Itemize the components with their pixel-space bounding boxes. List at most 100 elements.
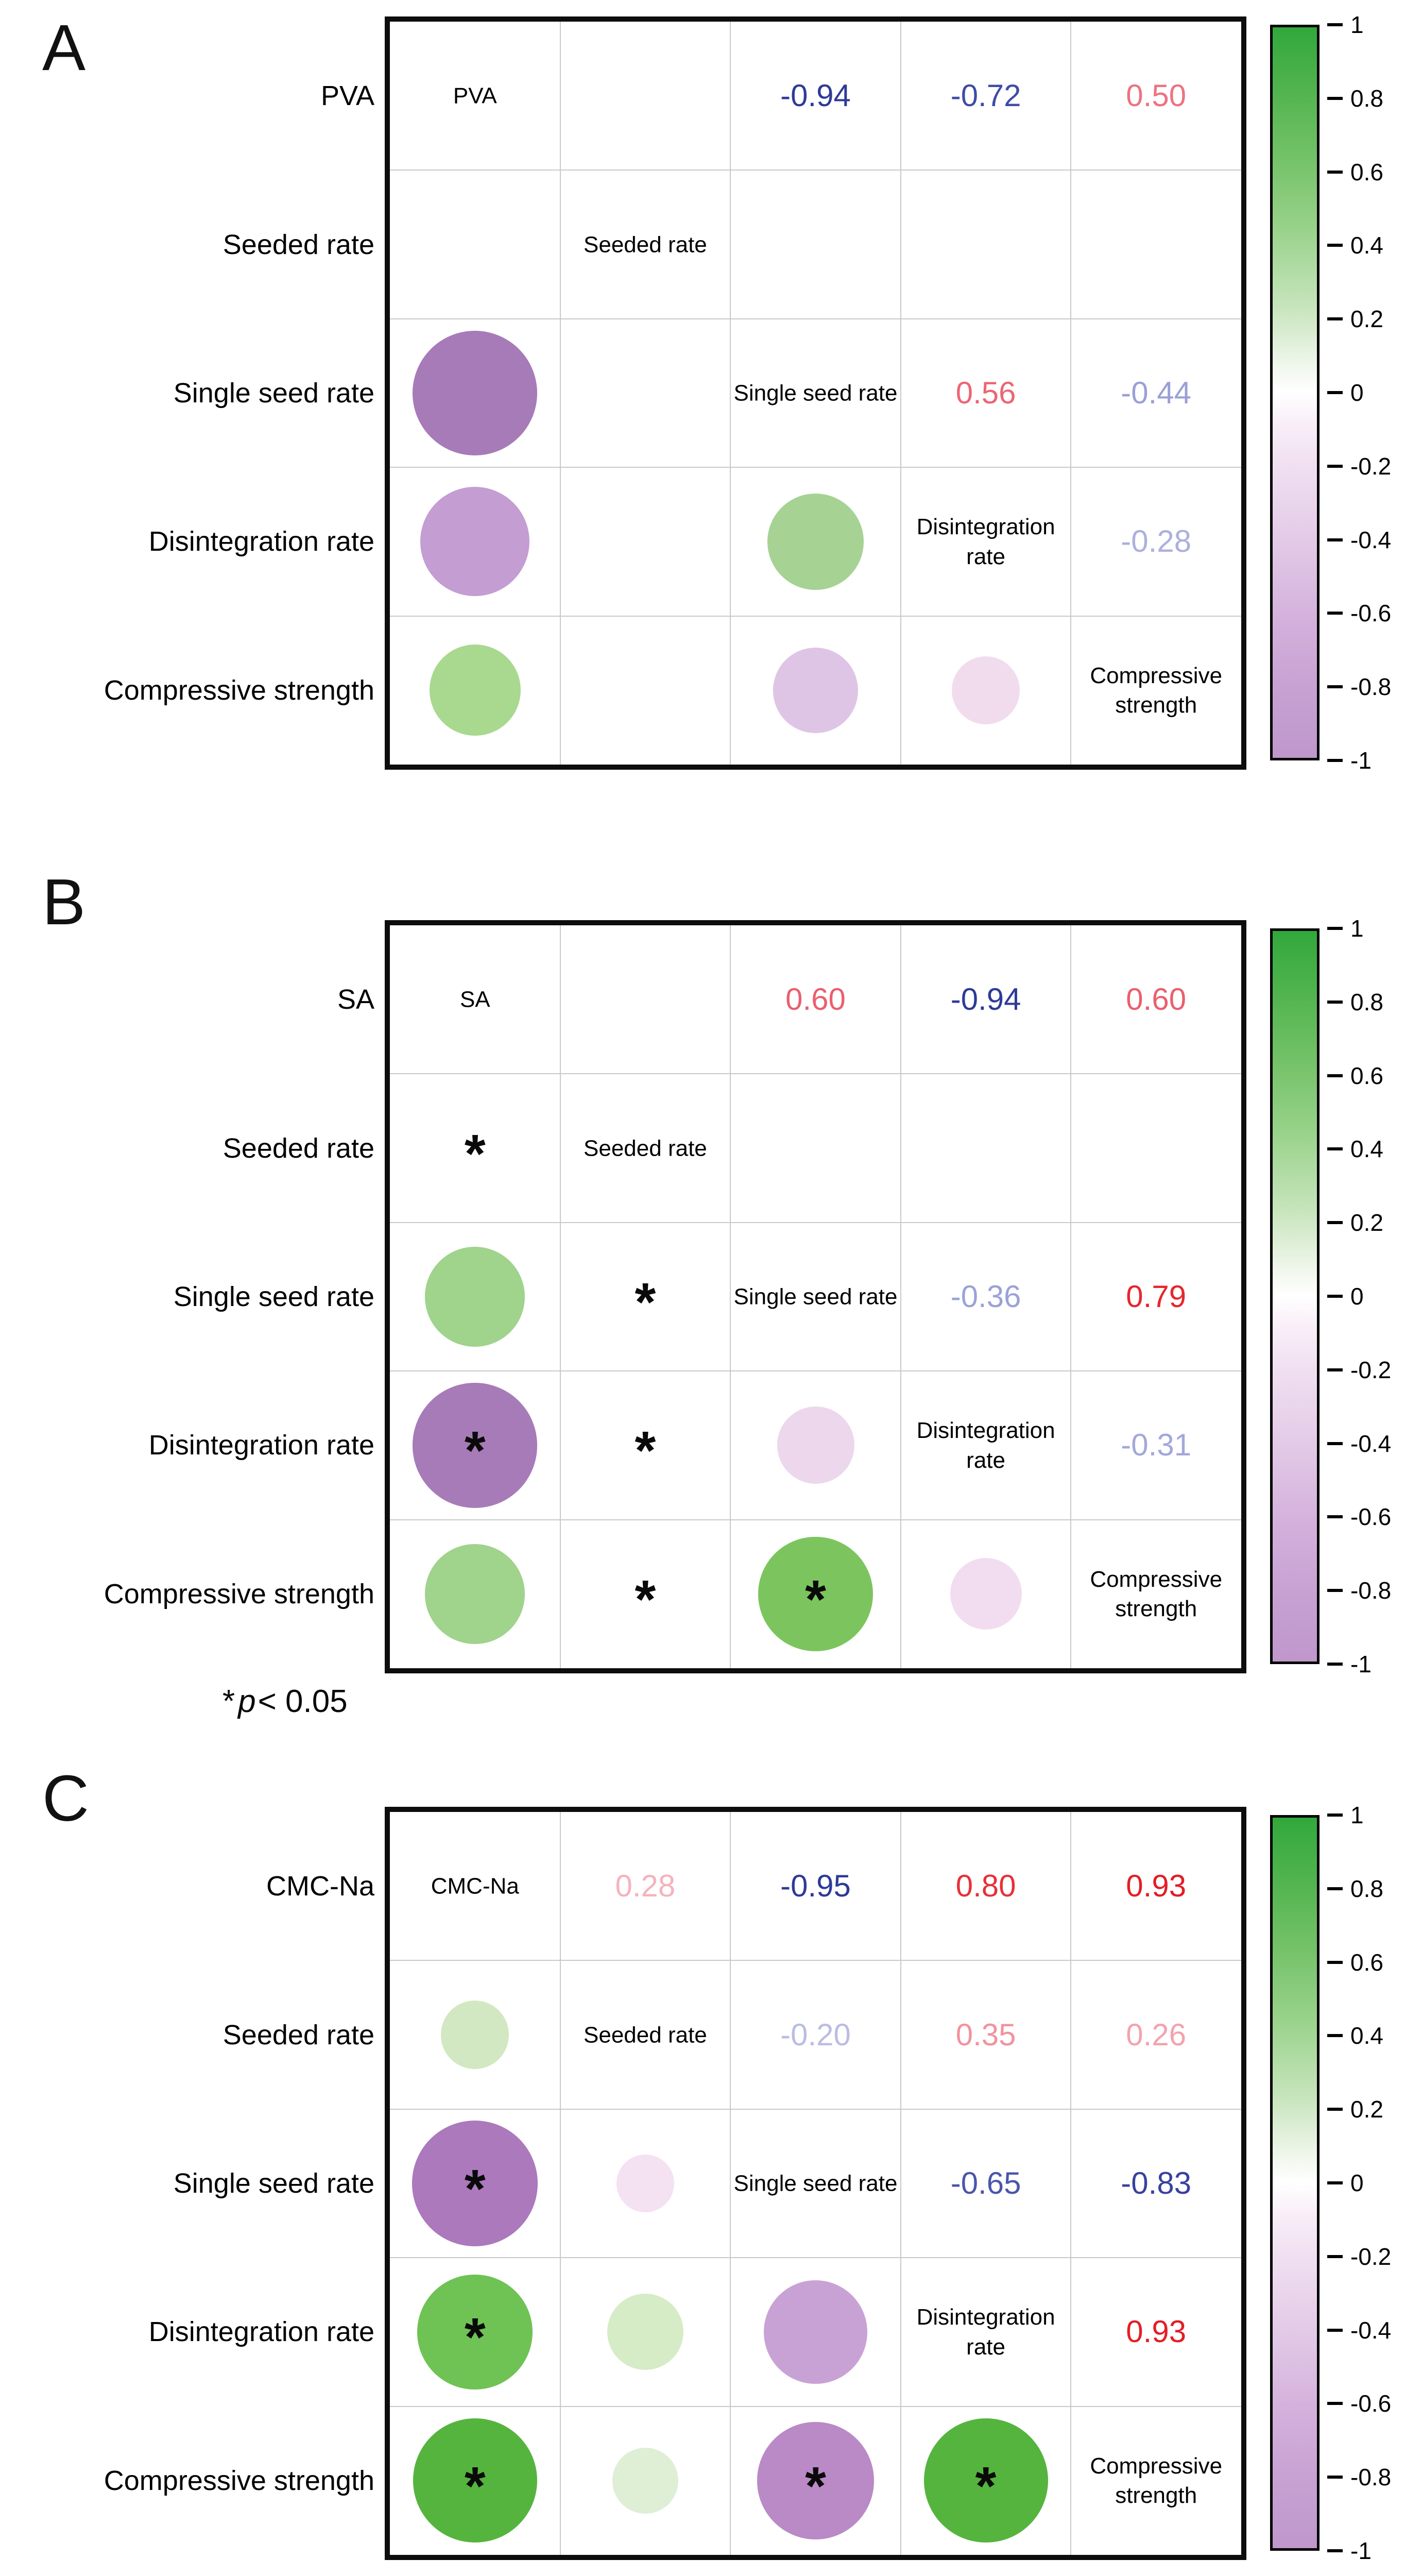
colorbar-tick-label: 0.6 bbox=[1350, 1948, 1383, 1976]
diagonal-label-3: Single seed rate bbox=[733, 1284, 898, 1310]
colorbar-tick-label: -0.4 bbox=[1350, 1430, 1392, 1457]
correlation-circle bbox=[441, 2001, 509, 2069]
diagonal-label-5: Compressive strength bbox=[1090, 663, 1223, 718]
note-threshold: < 0.05 bbox=[268, 2574, 358, 2576]
gridline bbox=[730, 1812, 731, 2555]
diagonal-label-4: Disintegration rate bbox=[916, 1418, 1055, 1473]
row-label-5: Compressive strength bbox=[104, 1578, 374, 1609]
colorbar-tick bbox=[1327, 1074, 1343, 1077]
row-label-3: Single seed rate bbox=[173, 1281, 374, 1312]
correlation-value: -0.36 bbox=[950, 1279, 1021, 1314]
colorbar-tick-label: 0.2 bbox=[1350, 2096, 1383, 2123]
correlation-value: 0.93 bbox=[1126, 2314, 1187, 2349]
correlation-circle bbox=[425, 1544, 525, 1644]
colorbar-tick bbox=[1327, 2476, 1343, 2479]
diagonal-label-4: Disintegration rate bbox=[916, 514, 1055, 569]
correlation-circle bbox=[413, 330, 538, 456]
colorbar-tick-label: -0.8 bbox=[1350, 1577, 1392, 1604]
row-label-4: Disintegration rate bbox=[148, 1430, 374, 1461]
colorbar-tick-label: 0 bbox=[1350, 379, 1364, 406]
correlation-circle bbox=[758, 1536, 873, 1651]
colorbar-tick bbox=[1327, 2034, 1343, 2038]
gridline bbox=[390, 615, 1241, 617]
colorbar-tick-label: 0.2 bbox=[1350, 1209, 1383, 1236]
colorbar-tick-label: -1 bbox=[1350, 2537, 1372, 2564]
diagonal-label-5: Compressive strength bbox=[1090, 1566, 1223, 1621]
colorbar-tick-label: 0.8 bbox=[1350, 1875, 1383, 1902]
significance-star: * bbox=[975, 2455, 997, 2516]
colorbar-tick bbox=[1327, 244, 1343, 247]
correlation-circle bbox=[923, 2418, 1048, 2543]
colorbar-tick bbox=[1327, 464, 1343, 468]
gridline bbox=[390, 2405, 1241, 2407]
colorbar-tick bbox=[1327, 685, 1343, 689]
colorbar-tick bbox=[1327, 2549, 1343, 2552]
row-label-3: Single seed rate bbox=[173, 2167, 374, 2199]
correlation-value: -0.72 bbox=[950, 78, 1021, 113]
colorbar-tick-label: -1 bbox=[1350, 1651, 1372, 1677]
correlation-circle bbox=[763, 2280, 868, 2384]
note-p-symbol: p bbox=[243, 2574, 261, 2576]
correlation-value: -0.94 bbox=[780, 78, 851, 113]
correlation-circle bbox=[773, 647, 859, 733]
correlation-value: -0.28 bbox=[1121, 524, 1192, 559]
row-label-4: Disintegration rate bbox=[148, 526, 374, 557]
colorbar-tick bbox=[1327, 2328, 1343, 2332]
row-label-3: Single seed rate bbox=[173, 377, 374, 409]
significance-star: * bbox=[464, 2159, 486, 2219]
significance-star: * bbox=[464, 2455, 486, 2516]
diagonal-label-1: SA bbox=[459, 987, 490, 1012]
colorbar-tick-label: -0.2 bbox=[1350, 452, 1392, 480]
colorbar-tick bbox=[1327, 2108, 1343, 2111]
row-label-1: SA bbox=[337, 984, 374, 1015]
diagonal-label-5: Compressive strength bbox=[1090, 2453, 1223, 2508]
gridline bbox=[900, 22, 901, 765]
correlation-value: -0.20 bbox=[780, 2017, 851, 2052]
correlation-value: 0.28 bbox=[615, 1869, 676, 1904]
correlation-value: 0.35 bbox=[955, 2017, 1016, 2052]
colorbar-B bbox=[1270, 928, 1320, 1664]
panel-a-letter: A bbox=[42, 11, 87, 84]
colorbar-tick bbox=[1327, 1221, 1343, 1225]
correlation-value: -0.95 bbox=[780, 1869, 851, 1904]
gridline bbox=[1070, 925, 1072, 1668]
significance-star: * bbox=[635, 1420, 656, 1481]
gridline bbox=[900, 925, 901, 1668]
row-label-4: Disintegration rate bbox=[148, 2316, 374, 2348]
significance-star: * bbox=[464, 1420, 486, 1481]
significance-star: * bbox=[464, 2307, 486, 2368]
correlation-circle bbox=[607, 2294, 683, 2370]
correlation-circle bbox=[757, 2421, 875, 2539]
diagonal-label-2: Seeded rate bbox=[584, 1136, 707, 1161]
correlation-value: -0.94 bbox=[950, 982, 1021, 1017]
row-label-1: PVA bbox=[320, 80, 374, 112]
colorbar-A bbox=[1270, 25, 1320, 760]
colorbar-tick-label: 0.4 bbox=[1350, 2022, 1383, 2049]
correlation-value: -0.83 bbox=[1121, 2166, 1192, 2200]
diagonal-label-4: Disintegration rate bbox=[916, 2304, 1055, 2360]
colorbar-tick bbox=[1327, 612, 1343, 615]
colorbar-tick-label: 0.4 bbox=[1350, 232, 1383, 259]
gridline bbox=[730, 925, 731, 1668]
colorbar-tick-label: -0.6 bbox=[1350, 2390, 1392, 2417]
note-threshold: < 0.05 bbox=[258, 1684, 348, 1719]
colorbar-tick bbox=[1327, 538, 1343, 541]
colorbar-tick bbox=[1327, 317, 1343, 321]
diagonal-label-2: Seeded rate bbox=[584, 2022, 707, 2047]
colorbar-tick-label: -0.6 bbox=[1350, 1503, 1392, 1531]
correlation-value: 0.60 bbox=[1126, 982, 1187, 1017]
row-label-1: CMC-Na bbox=[266, 1871, 374, 1902]
correlation-value: -0.65 bbox=[950, 2166, 1021, 2200]
diagonal-label-1: CMC-Na bbox=[431, 1873, 519, 1899]
colorbar-tick bbox=[1327, 1663, 1343, 1666]
diagonal-label-3: Single seed rate bbox=[733, 380, 898, 406]
colorbar-tick bbox=[1327, 1147, 1343, 1151]
row-label-2: Seeded rate bbox=[222, 2019, 374, 2050]
colorbar-tick-label: 0.2 bbox=[1350, 306, 1383, 333]
colorbar-tick-label: -0.8 bbox=[1350, 2464, 1392, 2491]
colorbar-tick-label: 1 bbox=[1350, 11, 1364, 38]
correlation-value: 0.93 bbox=[1126, 1869, 1187, 1904]
